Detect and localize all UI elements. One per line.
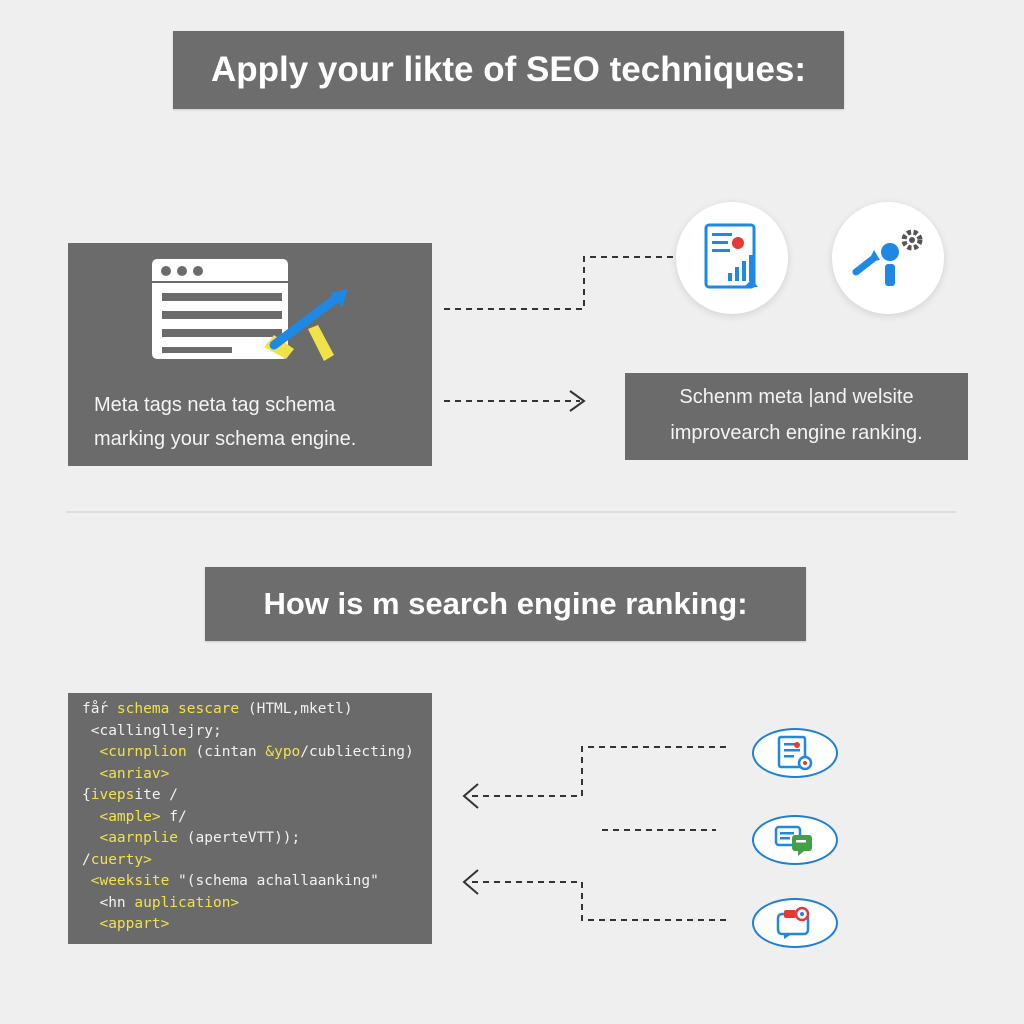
user-gear-icon [852,229,923,286]
code-token [82,916,99,932]
connector-from-message-icon [462,869,726,921]
top-title-banner: Apply your likte of SEO techniques: [173,31,844,109]
code-line: <callingllejry; [82,723,222,739]
chat-bubbles-icon [774,825,812,856]
code-token: <aarnplie [99,830,179,846]
code-line: <aarnplie (aperteVTT)); [82,830,300,846]
code-token: <curnplion [99,744,187,760]
code-token: /cubliecting) [300,744,414,760]
schema-panel: Schenm meta |and welsite improvearch eng… [625,373,968,460]
bottom-title-banner: How is m search engine ranking: [205,567,806,641]
code-line: <anriav> [82,766,169,782]
code-line: fǻr schema sescare (HTML,mketl) [82,701,353,717]
code-token: auplication> [134,894,240,911]
schema-line-1: Schenm meta |and welsite [679,386,914,408]
code-token [82,809,99,825]
code-token [82,744,99,760]
schema-line-2: improvearch engine ranking. [670,422,923,444]
code-panel: fǻr schema sescare (HTML,mketl) <calling… [68,693,432,944]
browser-window-icon [152,259,288,359]
code-token [82,830,99,846]
code-line: <weeksite "(schema achallaanking" [82,873,379,889]
code-token: / [82,851,91,868]
code-line: <appart> [82,916,169,932]
section-divider [66,511,956,513]
code-token: f/ [160,808,187,825]
user-gear-icon-circle [832,202,944,314]
connector-chat-icon [602,829,716,831]
upward-arrow-icon [264,289,348,361]
code-token: (aperteVTT)); [178,830,301,846]
document-badge-pill [752,728,838,778]
code-line: <hn auplication> [82,895,239,911]
code-token: <anriav> [99,765,170,782]
message-pill [752,898,838,948]
report-chart-icon [704,223,758,289]
message-icon [776,906,810,939]
meta-tags-text: Meta tags neta tag schema marking your s… [94,388,424,456]
connector-from-doc-icon [462,746,726,809]
code-token: <callingllejry; [82,722,222,739]
code-token [82,873,91,889]
code-token: <ample> [99,808,161,825]
report-icon-circle [676,202,788,314]
code-token: (cintan [186,744,266,760]
code-token: <weeksite [90,873,170,889]
document-badge-icon [777,735,813,771]
meta-tags-line-2: marking your schema engine. [94,428,357,450]
meta-tags-panel: Meta tags neta tag schema marking your s… [68,243,432,466]
connector-to-schema-panel [444,390,586,412]
code-line: <curnplion (cintan &ypo/cubliecting) [82,744,414,760]
connector-to-icons [444,256,676,310]
code-token: cuerty> [90,851,152,868]
bottom-title: How is m search engine ranking: [263,586,748,621]
top-title: Apply your likte of SEO techniques: [210,50,807,89]
code-token: <hn [82,894,135,911]
code-token: (HTML,mketl) [239,701,353,717]
code-line: /cuerty> [82,852,152,868]
code-token: { [82,787,91,803]
meta-tags-line-1: Meta tags neta tag schema [94,394,336,416]
code-token: <appart> [99,916,170,932]
code-token: schema sescare [116,701,240,717]
code-token: ite / [134,787,179,803]
code-token [82,766,99,782]
chat-bubbles-pill [752,815,838,865]
code-line: <ample> f/ [82,808,187,825]
code-token: "(schema achallaanking" [169,873,379,889]
code-token: fǻr [82,701,117,717]
code-line: {ivepsite / [82,787,178,803]
code-token: iveps [90,787,135,803]
code-token: &ypo [265,744,301,760]
